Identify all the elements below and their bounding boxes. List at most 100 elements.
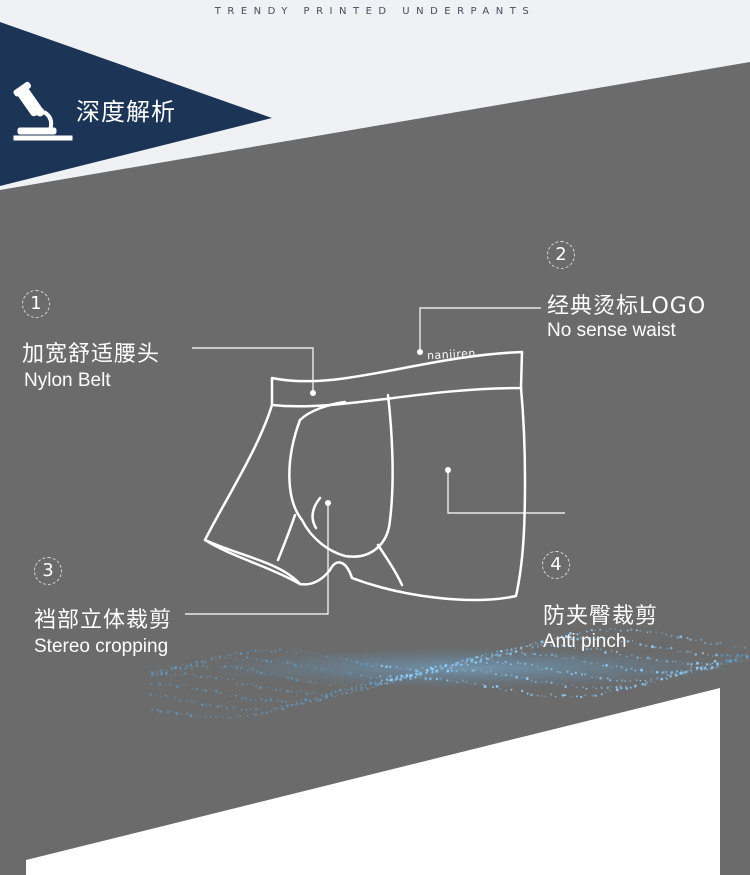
callout-title-cn-2: 经典烫标LOGO <box>547 294 707 319</box>
wave-particle <box>511 650 513 652</box>
wave-particle <box>673 672 677 676</box>
wave-particle <box>494 673 497 676</box>
wave-particle <box>655 670 659 674</box>
wave-particle <box>204 716 207 719</box>
wave-particle <box>644 644 648 648</box>
wave-particle <box>675 661 677 663</box>
wave-particle <box>278 648 282 651</box>
wave-particle <box>703 641 707 645</box>
wave-particle <box>576 633 579 636</box>
wave-particle <box>457 661 459 664</box>
wave-particle <box>364 684 367 687</box>
wave-particle <box>170 709 173 712</box>
wave-particle <box>419 671 422 674</box>
wave-particle <box>447 668 449 670</box>
wave-particle <box>155 674 157 676</box>
wave-particle <box>677 650 679 653</box>
wave-particle <box>461 659 464 662</box>
wave-particle <box>165 669 169 672</box>
wave-particle <box>606 686 610 690</box>
wave-particle <box>700 662 703 665</box>
wave-particle <box>746 658 749 661</box>
wave-particle <box>226 694 228 697</box>
wave-particle <box>399 674 403 677</box>
wave-particle <box>610 650 613 652</box>
wave-particle <box>156 670 158 673</box>
wave-particle <box>596 662 598 664</box>
wave-particle <box>434 665 436 667</box>
wave-particle <box>721 659 723 661</box>
wave-particle <box>725 660 727 663</box>
wave-particle <box>725 653 729 657</box>
wave-particle <box>216 665 219 667</box>
wave-particle <box>740 656 742 659</box>
wave-particle <box>498 653 502 657</box>
wave-particle <box>705 664 707 666</box>
wave-particle <box>680 669 683 672</box>
wave-particle <box>259 708 262 711</box>
wave-particle <box>426 669 429 672</box>
wave-particle <box>201 688 204 692</box>
callout-title-cn-3: 裆部立体裁剪 <box>34 608 173 633</box>
wave-particle <box>210 659 213 662</box>
wave-particle <box>184 667 187 670</box>
wave-particle <box>709 643 712 645</box>
wave-particle <box>591 676 593 679</box>
wave-particle <box>190 688 193 690</box>
wave-particle <box>564 644 567 648</box>
wave-particle <box>260 651 262 653</box>
wave-particle <box>690 670 692 672</box>
wave-particle <box>715 653 718 657</box>
wave-particle <box>269 660 273 664</box>
wave-particle <box>470 659 473 663</box>
wave-particle <box>274 708 277 711</box>
wave-particle <box>364 684 366 686</box>
wave-particle <box>251 683 254 685</box>
wave-particle <box>561 644 564 647</box>
wave-particle <box>451 664 454 666</box>
wave-particle <box>530 680 533 682</box>
wave-particle <box>375 684 378 687</box>
wave-particle <box>151 673 154 677</box>
wave-particle <box>260 698 263 701</box>
wave-particle <box>320 668 323 671</box>
wave-particle <box>221 715 223 718</box>
wave-particle <box>386 679 389 682</box>
wave-particle <box>639 679 642 682</box>
wave-particle <box>574 671 578 675</box>
wave-particle <box>739 660 742 662</box>
wave-particle <box>686 662 690 666</box>
wave-particle <box>439 677 442 680</box>
wave-particle <box>385 678 388 681</box>
wave-particle <box>726 662 729 664</box>
wave-particle <box>350 687 354 690</box>
wave-particle <box>615 650 618 654</box>
wave-particle <box>736 656 739 659</box>
wave-particle <box>176 685 179 689</box>
wave-particle <box>679 671 682 674</box>
wave-particle <box>330 693 333 697</box>
wave-particle <box>619 653 621 656</box>
wave-particle <box>351 684 353 687</box>
wave-particle <box>195 675 198 678</box>
wave-particle <box>300 699 303 702</box>
wave-particle <box>550 681 553 684</box>
wave-particle <box>554 695 557 698</box>
wave-particle <box>606 677 609 680</box>
wave-particle <box>720 653 724 657</box>
wave-particle <box>720 662 723 665</box>
wave-particle <box>491 655 494 658</box>
wave-particle <box>200 660 202 662</box>
wave-particle <box>521 676 524 679</box>
wave-particle <box>631 640 634 642</box>
wave-particle <box>256 658 258 661</box>
wave-particle <box>195 660 199 664</box>
wave-particle <box>581 661 584 663</box>
wave-particle <box>386 682 389 685</box>
wave-particle <box>294 664 297 667</box>
wave-particle <box>275 706 279 710</box>
wave-particle <box>466 663 469 666</box>
wave-particle <box>230 654 233 657</box>
wave-particle <box>374 662 378 666</box>
wave-particle <box>483 685 487 688</box>
